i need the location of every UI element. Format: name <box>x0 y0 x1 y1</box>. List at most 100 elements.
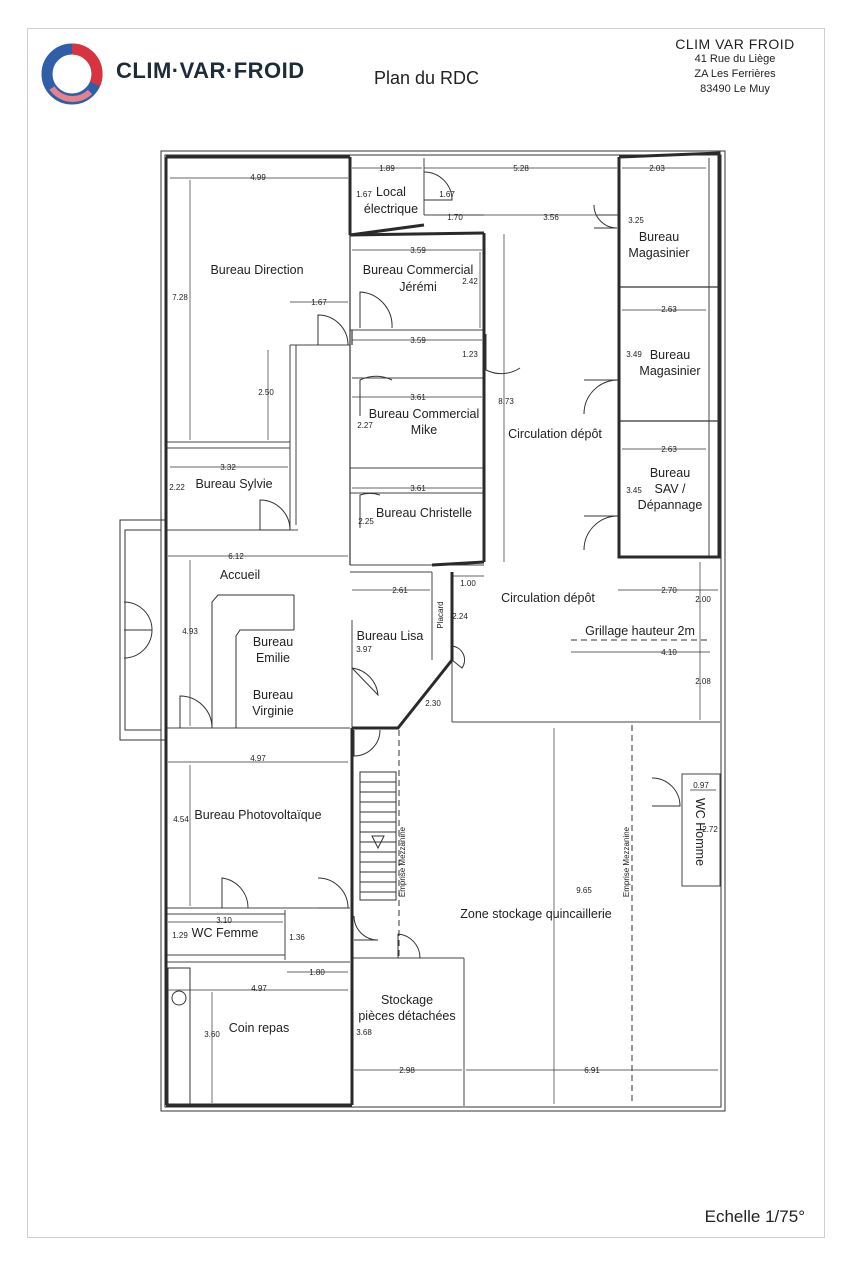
dimension-label: 3.59 <box>410 246 426 255</box>
dimension-label: 3.56 <box>543 213 559 222</box>
dimension-label: 1.36 <box>289 933 305 942</box>
dimension-label: 3.45 <box>626 486 642 495</box>
room-local-electrique: Local <box>376 185 406 199</box>
room-accueil: Accueil <box>220 568 260 582</box>
dimension-label: 4.97 <box>250 754 266 763</box>
dimension-label: 7.28 <box>172 293 188 302</box>
dimension-label: 2.08 <box>695 677 711 686</box>
label-emprise-mezzanine: Emprise Mezzanine <box>398 826 407 897</box>
plan-sheet <box>27 28 825 1238</box>
address-line: 41 Rue du Liège <box>694 53 776 65</box>
dimension-label: 2.63 <box>661 445 677 454</box>
dimension-label: 2.22 <box>169 483 185 492</box>
dimension-label: 2.98 <box>399 1066 415 1075</box>
room-bureau-commercial-mike: Bureau Commercial <box>369 407 479 421</box>
dimension-label: 3.68 <box>356 1028 372 1037</box>
label-placard: Placard <box>436 601 445 628</box>
room-coin-repas: Coin repas <box>229 1021 289 1035</box>
dimension-label: 2.27 <box>357 421 373 430</box>
company-address: CLIM VAR FROID 41 Rue du Liège ZA Les Fe… <box>655 36 815 97</box>
room-bureau-magasinier: Magasinier <box>639 364 700 378</box>
dimension-label: 2.03 <box>649 164 665 173</box>
rotated-small-labels: Placard Emprise Mezzanine Emprise Mezzan… <box>398 601 631 897</box>
room-bureau-sav: Dépannage <box>638 498 703 512</box>
room-labels: Local électrique Bureau Direction Bureau… <box>192 185 703 1035</box>
dimension-labels: 4.99 1.89 5.28 2.03 1.67 1.67 1.70 3.56 … <box>169 164 718 1075</box>
dimension-label: 1.67 <box>356 190 372 199</box>
mezzanine-limits <box>398 639 710 1105</box>
dimension-label: 1.67 <box>311 298 327 307</box>
dimension-label: 9.65 <box>576 886 592 895</box>
dimension-lines <box>168 167 718 1104</box>
dimension-label: 2.63 <box>661 305 677 314</box>
dimension-label: 2.72 <box>702 825 718 834</box>
room-bureau-magasinier: Magasinier <box>628 246 689 260</box>
dimension-label: 2.24 <box>452 612 468 621</box>
dimension-label: 1.89 <box>379 164 395 173</box>
dimension-label: 2.50 <box>258 388 274 397</box>
partition-walls <box>349 235 719 565</box>
reception-desk <box>167 594 295 1105</box>
room-bureau-magasinier: Bureau <box>639 230 679 244</box>
dimension-label: 3.97 <box>356 645 372 654</box>
door-swings <box>123 171 681 959</box>
room-bureau-lisa: Bureau Lisa <box>357 629 424 643</box>
room-zone-stockage: Zone stockage quincaillerie <box>460 907 612 921</box>
dimension-label: 6.12 <box>228 552 244 561</box>
dimension-label: 2.00 <box>695 595 711 604</box>
dimension-label: 2.70 <box>661 586 677 595</box>
room-bureau-magasinier: Bureau <box>650 348 690 362</box>
room-wc-homme: WC Homme <box>693 798 707 866</box>
dimension-label: 3.32 <box>220 463 236 472</box>
dimension-label: 2.25 <box>358 517 374 526</box>
room-bureau-virginie: Virginie <box>252 704 294 718</box>
room-bureau-christelle: Bureau Christelle <box>376 506 472 520</box>
dimension-label: 3.60 <box>204 1030 220 1039</box>
room-wc-femme: WC Femme <box>192 926 259 940</box>
room-bureau-sylvie: Bureau Sylvie <box>195 477 272 491</box>
room-bureau-emilie: Bureau <box>253 635 293 649</box>
dimension-label: 1.67 <box>439 190 455 199</box>
dimension-label: 4.99 <box>250 173 266 182</box>
room-stockage: Stockage <box>381 993 433 1007</box>
dimension-label: 3.49 <box>626 350 642 359</box>
plan-title: Plan du RDC <box>373 68 480 88</box>
load-bearing-walls <box>164 151 721 1107</box>
room-bureau-commercial-jeremi: Jérémi <box>399 280 437 294</box>
room-bureau-sav: Bureau <box>650 466 690 480</box>
dimension-label: 4.54 <box>173 815 189 824</box>
address-line: ZA Les Ferrières <box>694 68 776 80</box>
room-local-electrique: électrique <box>364 202 418 216</box>
room-bureau-photovoltaique: Bureau Photovoltaïque <box>194 808 321 822</box>
dimension-label: 3.59 <box>410 336 426 345</box>
dimension-label: 3.10 <box>216 916 232 925</box>
logo-wordmark: CLIM·VAR·FROID <box>116 58 305 83</box>
dimension-label: 1.23 <box>462 350 478 359</box>
dimension-label: 1.00 <box>460 579 476 588</box>
company-name: CLIM VAR FROID <box>675 36 795 52</box>
dimension-label: 8.73 <box>498 397 514 406</box>
label-grillage: Grillage hauteur 2m <box>585 624 695 638</box>
room-bureau-commercial-mike: Mike <box>411 423 437 437</box>
dimension-label: 5.28 <box>513 164 529 173</box>
dimension-label: 4.10 <box>661 648 677 657</box>
dimension-label: 2.30 <box>425 699 441 708</box>
staircase <box>359 771 397 901</box>
scale-label: Echelle 1/75° <box>704 1207 805 1226</box>
dimension-label: 1.29 <box>172 931 188 940</box>
dimension-label: 1.70 <box>447 213 463 222</box>
dimension-label: 3.25 <box>628 216 644 225</box>
dimension-label: 3.61 <box>410 484 426 493</box>
room-bureau-virginie: Bureau <box>253 688 293 702</box>
logo-ring-icon <box>41 43 103 105</box>
dimension-label: 1.80 <box>309 968 325 977</box>
room-bureau-commercial-jeremi: Bureau Commercial <box>363 263 473 277</box>
dimension-label: 0.97 <box>693 781 709 790</box>
dimension-label: 2.61 <box>392 586 408 595</box>
room-bureau-direction: Bureau Direction <box>210 263 303 277</box>
dimension-label: 2.42 <box>462 277 478 286</box>
room-stockage: pièces détachées <box>358 1009 455 1023</box>
room-bureau-emilie: Emilie <box>256 651 290 665</box>
rotated-labels: WC Homme <box>693 798 707 866</box>
